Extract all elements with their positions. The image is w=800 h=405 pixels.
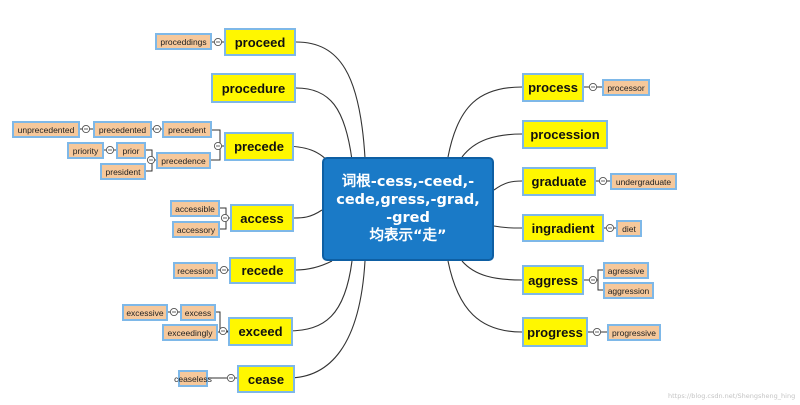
topic-ingradient[interactable]: ingradient <box>522 214 604 242</box>
subtopic-precedence[interactable]: precedence <box>156 152 211 169</box>
topic-process[interactable]: process <box>522 73 584 102</box>
sub-line-aggression <box>597 280 603 291</box>
collapse-toggle-access[interactable] <box>220 213 230 223</box>
branch-line-cease <box>287 260 366 379</box>
collapse-toggle-ingradient[interactable] <box>605 223 615 233</box>
collapse-toggle-exceed[interactable] <box>218 326 228 336</box>
subtopic-priority[interactable]: priority <box>67 142 104 159</box>
subtopic-accessible[interactable]: accessible <box>170 200 220 217</box>
branch-line-ingradient <box>493 225 523 229</box>
subtopic-ceaseless[interactable]: ceaseless <box>174 370 212 387</box>
collapse-toggle-graduate[interactable] <box>598 176 608 186</box>
subtopic-excess[interactable]: excess <box>180 304 216 321</box>
watermark-text: https://blog.csdn.net/Shengsheng_hing <box>668 392 796 400</box>
collapse-toggle-cease[interactable] <box>226 373 236 383</box>
branch-line-procession <box>461 133 523 158</box>
branch-line-proceed <box>295 41 366 159</box>
topic-cease[interactable]: cease <box>237 365 295 393</box>
root-topic-line-1: 词根-cess,-ceed,- <box>341 174 475 190</box>
collapse-toggle-process[interactable] <box>588 82 598 92</box>
subtopic-precedent[interactable]: precedent <box>162 121 212 138</box>
subtopic-undergraduate[interactable]: undergraduate <box>610 173 677 190</box>
subtopic-aggression[interactable]: aggression <box>603 282 654 299</box>
subtopic-exceedingly[interactable]: exceedingly <box>162 324 218 341</box>
collapse-toggle-precedented[interactable] <box>81 124 91 134</box>
subtopic-agressive[interactable]: agressive <box>603 262 649 279</box>
collapse-toggle-precedence[interactable] <box>146 155 156 165</box>
branch-line-aggress <box>461 260 523 281</box>
topic-procession[interactable]: procession <box>522 120 608 149</box>
subtopic-excessive[interactable]: excessive <box>122 304 168 321</box>
topic-graduate[interactable]: graduate <box>522 167 596 196</box>
topic-precede[interactable]: precede <box>224 132 294 161</box>
subtopic-recession[interactable]: recession <box>173 262 218 279</box>
collapse-toggle-excess[interactable] <box>169 307 179 317</box>
root-topic-line-2: cede,gress,-grad, <box>336 192 480 208</box>
topic-recede[interactable]: recede <box>229 257 296 284</box>
subtopic-processor[interactable]: processor <box>602 79 650 96</box>
collapse-toggles <box>81 37 615 383</box>
branch-line-procedure <box>295 87 353 161</box>
collapse-toggle-progress[interactable] <box>592 327 602 337</box>
sub-line-precedence <box>211 146 221 161</box>
branch-line-process <box>447 86 523 158</box>
subtopic-prior[interactable]: prior <box>116 142 146 159</box>
collapse-toggle-precedent[interactable] <box>152 124 162 134</box>
topic-procedure[interactable]: procedure <box>211 73 296 103</box>
root-topic-line-3: -gred <box>386 210 430 226</box>
collapse-toggle-recede[interactable] <box>219 265 229 275</box>
subtopic-progressive[interactable]: progressive <box>607 324 661 341</box>
root-topic[interactable]: 词根-cess,-ceed,- cede,gress,-grad, -gred … <box>322 157 494 261</box>
subtopic-unprecedented[interactable]: unprecedented <box>12 121 80 138</box>
collapse-toggle-precede[interactable] <box>213 141 223 151</box>
branch-lines <box>281 41 523 379</box>
topic-progress[interactable]: progress <box>522 317 588 347</box>
topic-proceed[interactable]: proceed <box>224 28 296 56</box>
topic-aggress[interactable]: aggress <box>522 265 584 295</box>
subtopic-accessory[interactable]: accessory <box>172 221 220 238</box>
collapse-toggle-aggress[interactable] <box>588 275 598 285</box>
collapse-toggle-prior[interactable] <box>105 145 115 155</box>
branch-line-recede <box>295 260 333 271</box>
branch-line-graduate <box>493 180 523 191</box>
subtopic-diet[interactable]: diet <box>616 220 642 237</box>
branch-line-exceed <box>287 260 353 332</box>
topic-exceed[interactable]: exceed <box>228 317 293 346</box>
root-topic-line-4: 均表示“走” <box>369 228 447 244</box>
subtopic-president[interactable]: president <box>100 163 146 180</box>
collapse-toggle-proceed[interactable] <box>213 37 223 47</box>
topic-access[interactable]: access <box>230 204 294 232</box>
subtopic-proceddings[interactable]: proceddings <box>155 33 212 50</box>
subtopic-precedented[interactable]: precedented <box>93 121 152 138</box>
branch-line-progress <box>447 260 523 333</box>
branch-line-access <box>293 209 323 219</box>
